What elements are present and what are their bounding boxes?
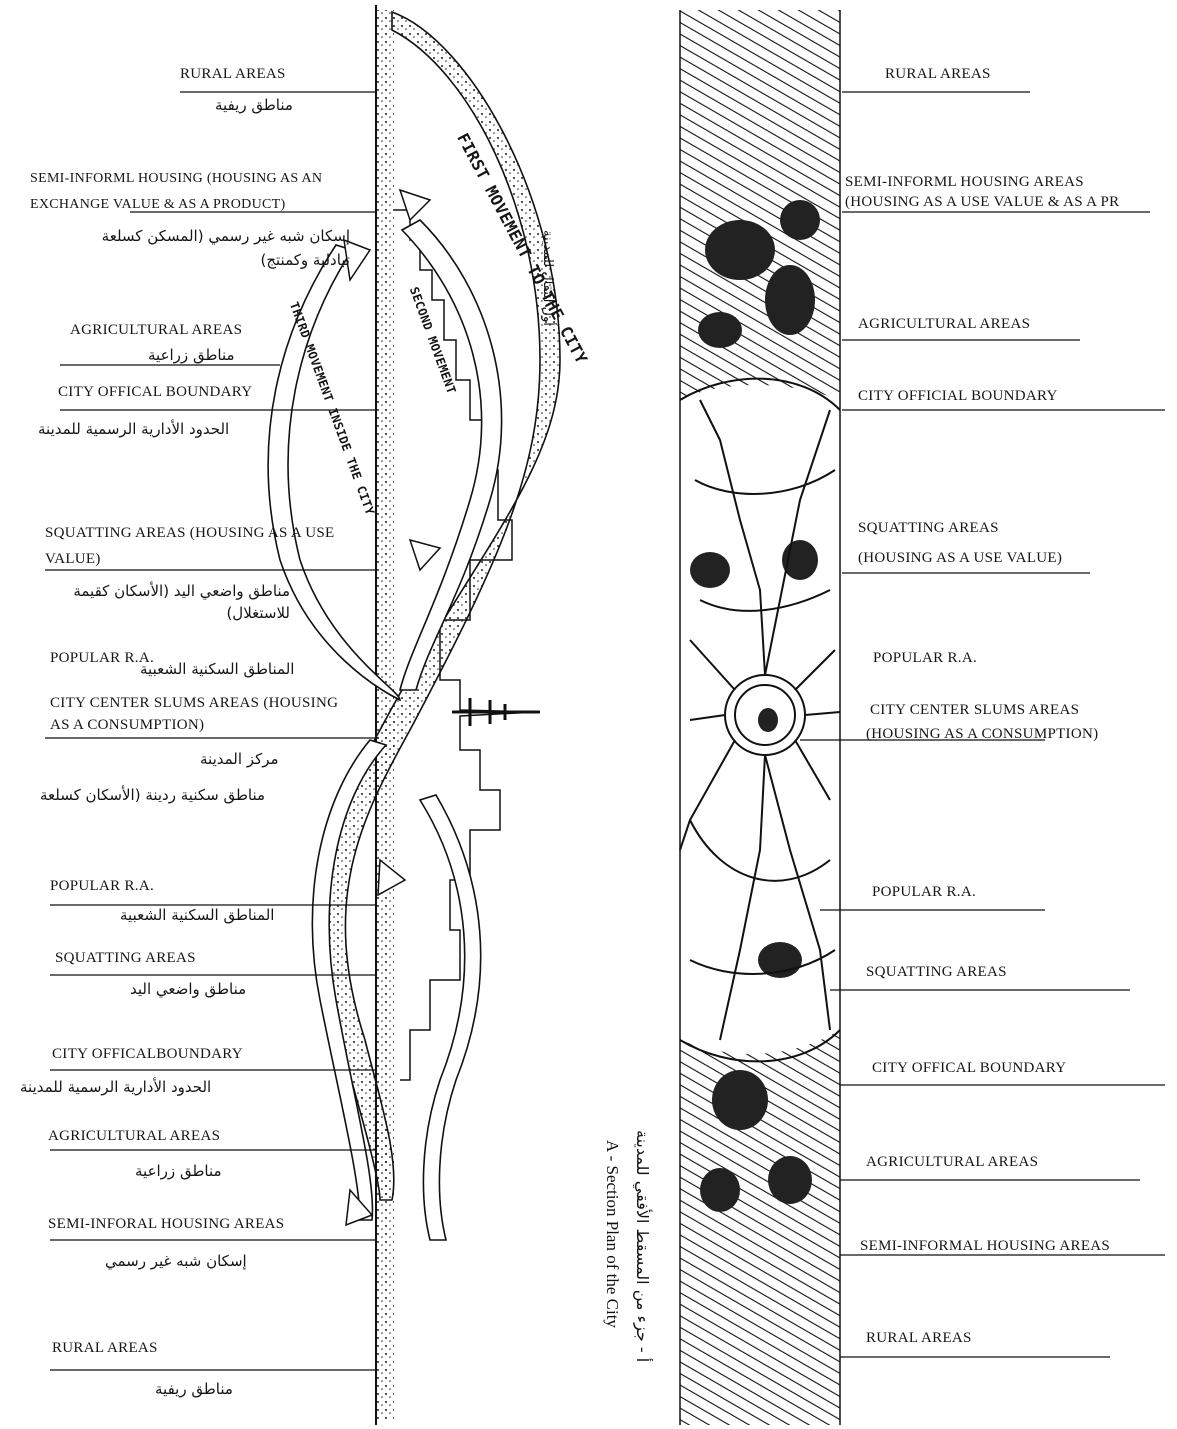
right-label-popular-bottom: POPULAR R.A. — [872, 884, 976, 901]
left-label-rural-top: RURAL AREAS — [180, 66, 286, 83]
left-label-squatting-top-ar: مناطق واضعي اليد (الأسكان كقيمة للاستغلا… — [40, 580, 290, 624]
left-label-agricultural-bottom-ar: مناطق زراعية — [135, 1162, 222, 1180]
arrowhead-3 — [410, 540, 440, 570]
right-label-city-center-sub: (HOUSING AS A CONSUMPTION) — [866, 726, 1098, 743]
left-label-agricultural-top: AGRICULTURAL AREAS — [70, 322, 242, 339]
left-label-rural-top-ar: مناطق ريفية — [215, 96, 293, 114]
left-label-popular-bottom: POPULAR R.A. — [50, 878, 154, 895]
figure-caption-en: A - Section Plan of the City — [602, 1140, 622, 1400]
lower-second-movement-arrow — [420, 795, 481, 1240]
left-label-agricultural-bottom: AGRICULTURAL AREAS — [48, 1128, 220, 1145]
left-label-semi-informal-bottom-ar: إسكان شبه غير رسمي — [105, 1252, 247, 1270]
left-label-squatting-bottom-ar: مناطق واضعي اليد — [130, 980, 246, 998]
left-label-city-boundary-top-ar: الحدود الأدارية الرسمية للمدينة — [38, 420, 229, 438]
left-label-squatting-bottom: SQUATTING AREAS — [55, 950, 196, 967]
left-label-slums-ar: مناطق سكنية ردينة (الأسكان كسلعة — [40, 786, 265, 804]
figure-caption-ar: أ - جزء من المسقط الأفقي للمدينة — [633, 1130, 652, 1362]
right-label-agricultural-top: AGRICULTURAL AREAS — [858, 316, 1030, 333]
right-label-rural-bottom: RURAL AREAS — [866, 1330, 972, 1347]
left-label-popular-top-ar: المناطق السكنية الشعبية — [140, 660, 294, 678]
first-movement-ar-label: أول انتقال للمدينة — [540, 230, 555, 326]
arrowhead-1 — [400, 190, 430, 220]
left-label-city-center: CITY CENTER SLUMS AREAS (HOUSING AS A CO… — [50, 692, 350, 736]
left-label-city-center-ar: مركز المدينة — [200, 750, 279, 768]
right-label-city-boundary-top: CITY OFFICIAL BOUNDARY — [858, 388, 1058, 405]
left-label-semi-informal: SEMI-INFORML HOUSING (HOUSING AS AN EXCH… — [30, 166, 375, 218]
right-label-semi-informal-sub: (HOUSING AS A USE VALUE & AS A PR — [845, 194, 1119, 211]
right-label-squatting-sub: (HOUSING AS A USE VALUE) — [858, 550, 1062, 567]
left-label-popular-bottom-ar: المناطق السكنية الشعبية — [120, 906, 274, 924]
left-label-rural-bottom-ar: مناطق ريفية — [155, 1380, 233, 1398]
left-label-semi-informal-bottom: SEMI-INFORAL HOUSING AREAS — [48, 1216, 284, 1233]
left-label-agricultural-top-ar: مناطق زراعية — [148, 346, 235, 364]
left-label-rural-bottom: RURAL AREAS — [52, 1340, 158, 1357]
left-label-city-boundary-bottom-ar: الحدود الأدارية الرسمية للمدينة — [20, 1078, 211, 1096]
city-center-core — [758, 708, 778, 732]
left-label-city-boundary-top: CITY OFFICAL BOUNDARY — [58, 384, 252, 401]
right-label-city-center: CITY CENTER SLUMS AREAS — [870, 702, 1079, 719]
right-label-agricultural-bottom: AGRICULTURAL AREAS — [866, 1154, 1038, 1171]
right-label-popular-top: POPULAR R.A. — [873, 650, 977, 667]
left-label-city-boundary-bottom: CITY OFFICALBOUNDARY — [52, 1046, 243, 1063]
left-label-squatting-top: SQUATTING AREAS (HOUSING AS A USE VALUE) — [45, 520, 345, 572]
right-label-squatting-top: SQUATTING AREAS — [858, 520, 999, 537]
left-label-popular-top: POPULAR R.A. — [50, 650, 154, 667]
left-label-semi-informal-ar: إسكان شبه غير رسمي (المسكن كسلعة تبادلية… — [80, 224, 350, 272]
right-label-semi-informal-bottom: SEMI-INFORMAL HOUSING AREAS — [860, 1238, 1110, 1255]
right-label-squatting-bottom: SQUATTING AREAS — [866, 964, 1007, 981]
right-label-semi-informal: SEMI-INFORML HOUSING AREAS — [845, 174, 1084, 191]
right-label-rural-top: RURAL AREAS — [885, 66, 991, 83]
city-center-tower — [452, 698, 540, 726]
right-label-city-boundary-bottom: CITY OFFICAL BOUNDARY — [872, 1060, 1066, 1077]
